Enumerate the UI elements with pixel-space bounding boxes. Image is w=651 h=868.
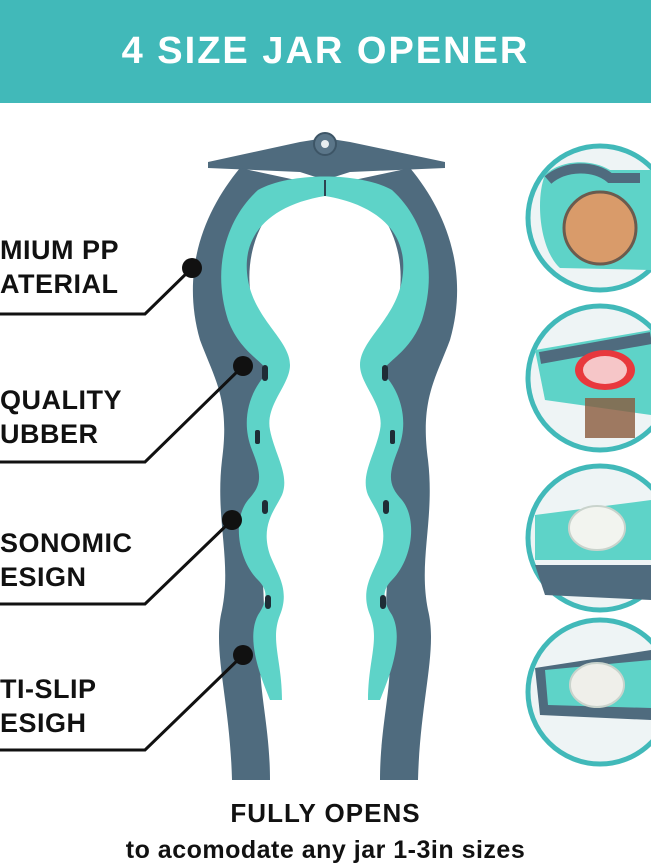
usage-circle-4: [525, 617, 651, 767]
usage-circle-2: [525, 303, 651, 453]
callout-rubber-line2: UBBER: [0, 419, 99, 449]
usage-circle-3: [525, 463, 651, 613]
callout-rubber-line1: QUALITY: [0, 385, 122, 415]
callout-ergonomic-line2: ESIGN: [0, 562, 87, 592]
callout-material-line1: MIUM PP: [0, 235, 120, 265]
callout-dot: [182, 258, 202, 278]
callout-dot: [222, 510, 242, 530]
callout-ergonomic-line1: SONOMIC: [0, 528, 133, 558]
caption-subtitle: to acomodate any jar 1-3in sizes: [125, 836, 526, 864]
callout-antislip-line1: TI-SLIP: [0, 674, 97, 704]
usage-circle-1: [525, 143, 651, 293]
title-banner: 4 SIZE JAR OPENER: [0, 0, 651, 103]
banner-title: 4 SIZE JAR OPENER: [121, 30, 530, 72]
callout-lines: [0, 266, 245, 752]
caption-title: FULLY OPENS: [230, 798, 421, 828]
callout-dot: [233, 645, 253, 665]
jar-opener-illustration: [192, 132, 458, 780]
callout-dot: [233, 356, 253, 376]
callout-material-line2: ATERIAL: [0, 269, 119, 299]
callout-ergonomic: SONOMIC ESIGN: [0, 526, 133, 594]
callout-antislip-line2: ESIGH: [0, 708, 87, 738]
callout-antislip: TI-SLIP ESIGH: [0, 672, 97, 740]
callout-material: MIUM PP ATERIAL: [0, 233, 119, 301]
callout-rubber: QUALITY UBBER: [0, 383, 122, 451]
